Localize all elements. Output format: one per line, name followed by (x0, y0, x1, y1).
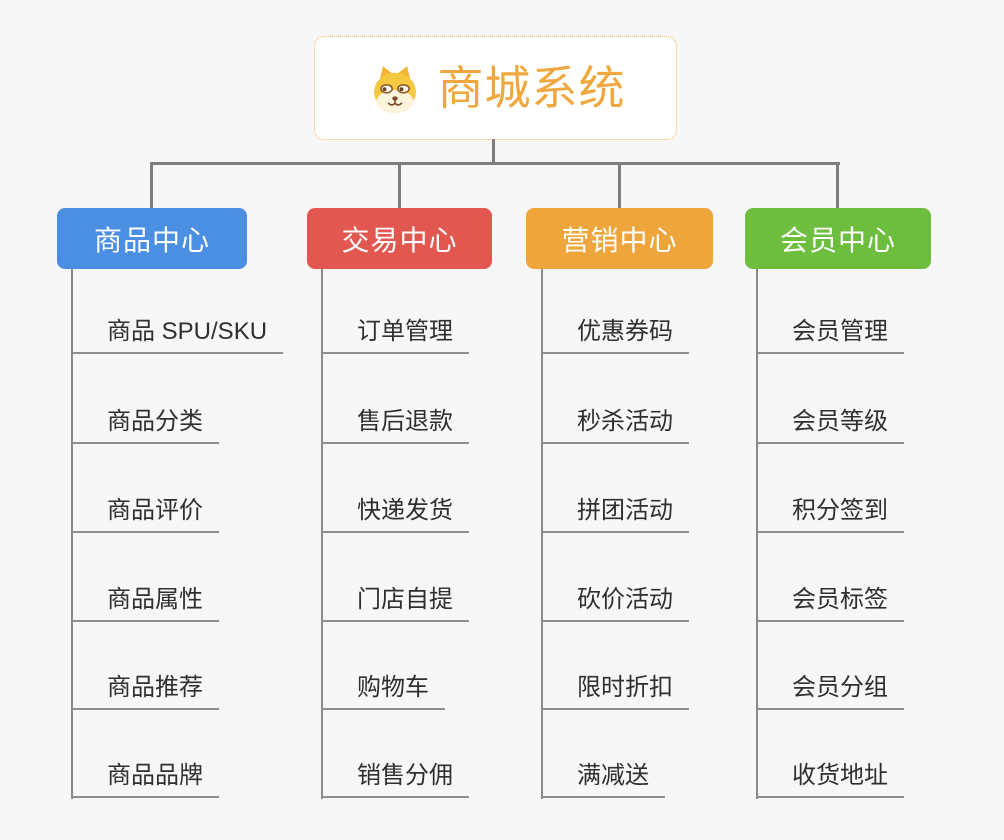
branch-label: 会员中心 (779, 224, 896, 256)
leaf-item[interactable]: 限时折扣 (543, 668, 689, 710)
leaf-item[interactable]: 快递发货 (323, 491, 469, 533)
branch-node-member[interactable]: 会员中心 (745, 208, 931, 269)
leaf-column-marketing: 优惠券码 秒杀活动 拼团活动 砍价活动 限时折扣 满减送 (541, 269, 783, 799)
connector-drop-2 (398, 162, 401, 208)
connector-trunk (150, 162, 840, 165)
branch-node-product[interactable]: 商品中心 (57, 208, 247, 269)
leaf-item[interactable]: 会员管理 (758, 312, 904, 354)
leaf-item[interactable]: 商品属性 (73, 580, 219, 622)
branch-label: 营销中心 (561, 224, 678, 256)
leaf-item[interactable]: 积分签到 (758, 491, 904, 533)
leaf-item[interactable]: 会员标签 (758, 580, 904, 622)
leaf-item[interactable]: 优惠券码 (543, 312, 689, 354)
branch-label: 商品中心 (93, 224, 210, 256)
leaf-item[interactable]: 商品品牌 (73, 756, 219, 798)
leaf-item[interactable]: 商品推荐 (73, 668, 219, 710)
leaf-column-product: 商品 SPU/SKU 商品分类 商品评价 商品属性 商品推荐 商品品牌 (71, 269, 313, 799)
leaf-item[interactable]: 商品评价 (73, 491, 219, 533)
leaf-item[interactable]: 会员等级 (758, 402, 904, 444)
connector-drop-3 (618, 162, 621, 208)
leaf-item[interactable]: 门店自提 (323, 580, 469, 622)
leaf-item[interactable]: 拼团活动 (543, 491, 689, 533)
leaf-item[interactable]: 购物车 (323, 668, 445, 710)
leaf-item[interactable]: 满减送 (543, 756, 665, 798)
branch-node-trade[interactable]: 交易中心 (307, 208, 492, 269)
root-node[interactable]: 商城系统 (314, 36, 677, 140)
root-title: 商城系统 (437, 62, 626, 114)
leaf-item[interactable]: 收货地址 (758, 756, 904, 798)
leaf-item[interactable]: 秒杀活动 (543, 402, 689, 444)
leaf-item[interactable]: 会员分组 (758, 668, 904, 710)
leaf-column-trade: 订单管理 售后退款 快递发货 门店自提 购物车 销售分佣 (321, 269, 563, 799)
leaf-item[interactable]: 销售分佣 (323, 756, 469, 798)
leaf-item[interactable]: 商品分类 (73, 402, 219, 444)
leaf-item[interactable]: 砍价活动 (543, 580, 689, 622)
leaf-item[interactable]: 商品 SPU/SKU (73, 312, 284, 354)
dog-face-icon (373, 66, 416, 114)
connector-root-stub (492, 139, 495, 165)
branch-node-marketing[interactable]: 营销中心 (526, 208, 713, 269)
leaf-item[interactable]: 售后退款 (323, 402, 469, 444)
connector-drop-4 (836, 162, 839, 208)
leaf-column-member: 会员管理 会员等级 积分签到 会员标签 会员分组 收货地址 (756, 269, 998, 799)
connector-drop-1 (150, 162, 153, 208)
leaf-item[interactable]: 订单管理 (323, 312, 469, 354)
branch-label: 交易中心 (341, 224, 458, 256)
